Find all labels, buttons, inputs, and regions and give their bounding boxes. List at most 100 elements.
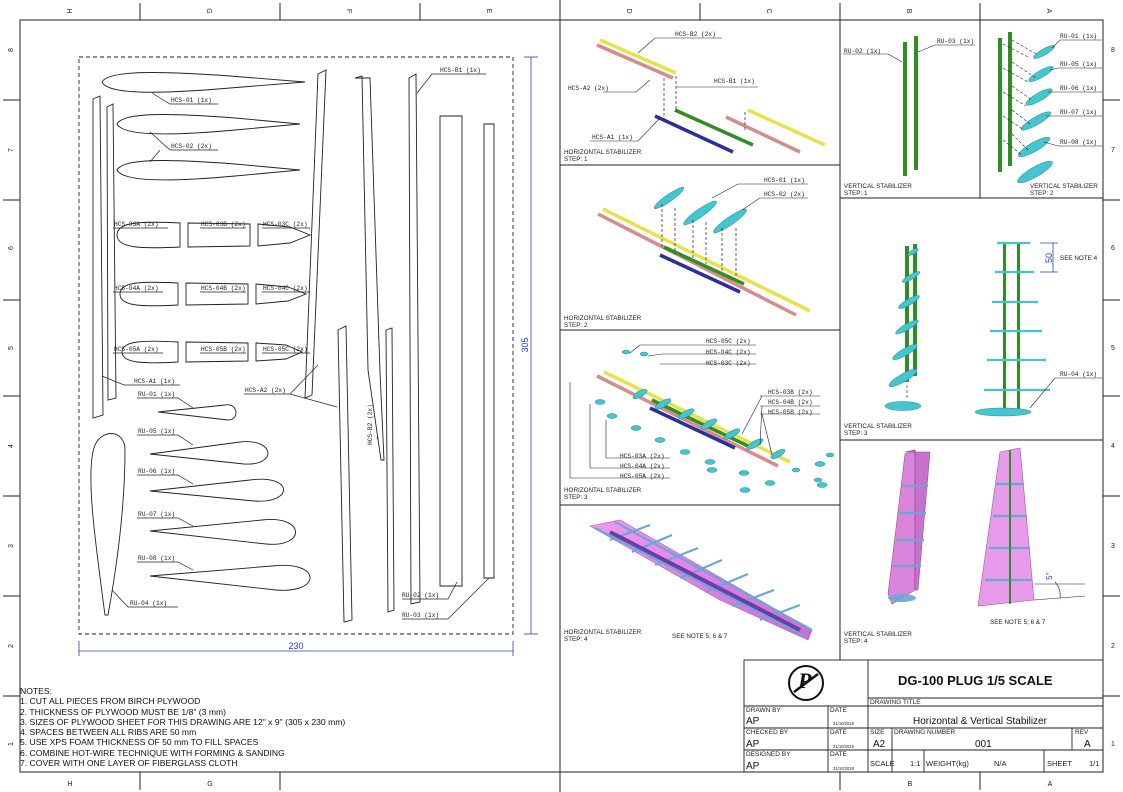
row-label: 3: [8, 544, 15, 548]
part-hcs-03b: [187, 222, 251, 248]
label-hcs-03a: HCS-03A (2x): [114, 221, 159, 228]
step-number: STEP: 1: [564, 156, 588, 163]
step-title: HORIZONTAL STABILIZER: [564, 149, 642, 156]
label-hcs-a1: HCS-A1 (1x): [592, 134, 633, 141]
part-hcs-b2: [337, 325, 353, 623]
dimension-height: 305: [520, 337, 530, 352]
row-label: 8: [1111, 47, 1115, 54]
part-hcs-01: [101, 72, 306, 93]
dimension-width: 230: [288, 641, 303, 651]
row-labels-left: 8 7 6 5 4 3 2 1: [8, 48, 15, 746]
date-value: 31/10/2019: [833, 721, 855, 726]
step-number: STEP: 3: [844, 430, 868, 437]
col-label: G: [205, 8, 212, 13]
label-hcs-05a: HCS-05A (2x): [620, 473, 665, 480]
row-label: 7: [8, 148, 15, 152]
label-hcs-01: HCS-01 (1x): [764, 177, 805, 184]
main-title: DG-100 PLUG 1/5 SCALE: [898, 673, 1053, 688]
label-hcs-02: HCS-02 (2x): [764, 191, 805, 198]
label-hcs-04b: HCS-04B (2x): [201, 285, 246, 292]
date-labels: 31/10/2019 31/10/2019 31/10/2019: [833, 721, 855, 771]
step-title: VERTICAL STABILIZER: [1030, 183, 1098, 190]
size-value: A2: [873, 739, 886, 750]
step-number: STEP: 4: [844, 638, 868, 645]
col-label: A: [1045, 9, 1052, 14]
part-ru-02: [439, 115, 463, 587]
label-ru-05: RU-05 (1x): [138, 428, 175, 435]
label-hcs-b1: HCS-B1 (1x): [440, 67, 481, 74]
part-hcs-b2: [385, 327, 395, 613]
label-hcs-04a: HCS-04A (2x): [620, 463, 665, 470]
col-label: H: [65, 8, 72, 13]
part-hcs-a2: [304, 69, 327, 399]
col-label: G: [207, 781, 212, 788]
part-hcs-05a: [121, 340, 179, 364]
plywood-cut-sheet: HCS-B2 (2x) HCS-01 (1x) HCS-02 (2x) HCS-…: [78, 56, 538, 656]
scale-value: 1:1: [910, 759, 921, 768]
label-hcs-04c: HCS-04C (2x): [263, 285, 308, 292]
date-label: DATE: [830, 751, 847, 758]
col-label: F: [345, 9, 352, 13]
rev-label: REV: [1075, 729, 1089, 736]
label-ru-04: RU-04 (1x): [130, 600, 167, 607]
label-ru-01: RU-01 (1x): [1060, 33, 1097, 40]
company-logo: [788, 665, 824, 701]
view-vs-step-3: 50 SEE NOTE 4 RU-04 (1x) VERTICAL STABIL…: [844, 241, 1102, 437]
label-hcs-05a: HCS-05A (2x): [114, 346, 159, 353]
col-label: H: [67, 781, 72, 788]
label-ru-07: RU-07 (1x): [138, 511, 175, 518]
col-label: B: [908, 781, 913, 788]
row-label: 4: [1111, 443, 1115, 450]
part-hcs-a1: [92, 95, 104, 419]
label-ru-08: RU-08 (1x): [1060, 139, 1097, 146]
notes-heading: NOTES:: [20, 686, 52, 696]
drawn-by-label: DRAWN BY: [746, 707, 781, 714]
part-hcs-05c: [255, 342, 304, 362]
label-hcs-b1: HCS-B1 (1x): [714, 78, 755, 85]
date-value: 31/10/2019: [833, 766, 855, 771]
checked-by-label: CHECKED BY: [746, 729, 789, 736]
row-label: 6: [8, 246, 15, 250]
row-label: 5: [8, 346, 15, 350]
title-block: [743, 659, 1104, 773]
step-number: STEP: 4: [564, 636, 588, 643]
drawn-by-value: AP: [746, 716, 760, 727]
part-ru-05: [149, 441, 269, 465]
date-value: 31/10/2019: [833, 744, 855, 749]
col-label: A: [1048, 781, 1053, 788]
date-label: DATE: [830, 729, 847, 736]
weight-value: N/A: [994, 759, 1007, 768]
label-ru-06: RU-06 (1x): [138, 468, 175, 475]
part-labels: HCS-01 (1x) HCS-02 (2x) HCS-03A (2x) HCS…: [114, 67, 481, 619]
note-item: 1. CUT ALL PIECES FROM BIRCH PLYWOOD: [20, 696, 201, 707]
label-hcs-b2: HCS-B2 (2x): [367, 404, 374, 445]
view-hs-step-4: HORIZONTAL STABILIZER STEP: 4 SEE NOTE 5…: [564, 519, 813, 643]
part-ru-03: [483, 123, 495, 579]
label-ru-04: RU-04 (1x): [1060, 371, 1097, 378]
part-strip: [354, 75, 385, 461]
row-label: 1: [1111, 741, 1115, 748]
label-hcs-03a: HCS-03A (2x): [620, 453, 665, 460]
step-title: HORIZONTAL STABILIZER: [564, 315, 642, 322]
label-hcs-02: HCS-02 (2x): [171, 143, 212, 150]
step-title: VERTICAL STABILIZER: [844, 183, 912, 190]
view-panel-dividers: [559, 20, 1103, 772]
part-hcs-05b: [185, 341, 249, 363]
dimension-rib-spacing: 50: [1044, 253, 1054, 263]
part-hcs-02: [116, 114, 301, 135]
drawing-title: Horizontal & Vertical Stabilizer: [913, 716, 1047, 727]
note-item: 4. SPACES BETWEEN ALL RIBS ARE 50 mm: [20, 727, 197, 738]
label-hcs-03b: HCS-03B (2x): [768, 389, 813, 396]
row-label: 7: [1111, 147, 1115, 154]
dimension-angle: 5°: [1045, 572, 1054, 580]
part-hcs-04c: [255, 283, 308, 305]
part-ru-08: [149, 564, 311, 591]
step-title: VERTICAL STABILIZER: [844, 631, 912, 638]
plywood-sheet-boundary: [78, 56, 514, 635]
checked-by-value: AP: [746, 739, 760, 750]
rev-value: A: [1084, 739, 1091, 750]
see-note-label: SEE NOTE 5; 6 & 7: [990, 619, 1046, 626]
general-notes: NOTES: 1. CUT ALL PIECES FROM BIRCH PLYW…: [20, 686, 345, 768]
step-number: STEP: 2: [564, 322, 588, 329]
